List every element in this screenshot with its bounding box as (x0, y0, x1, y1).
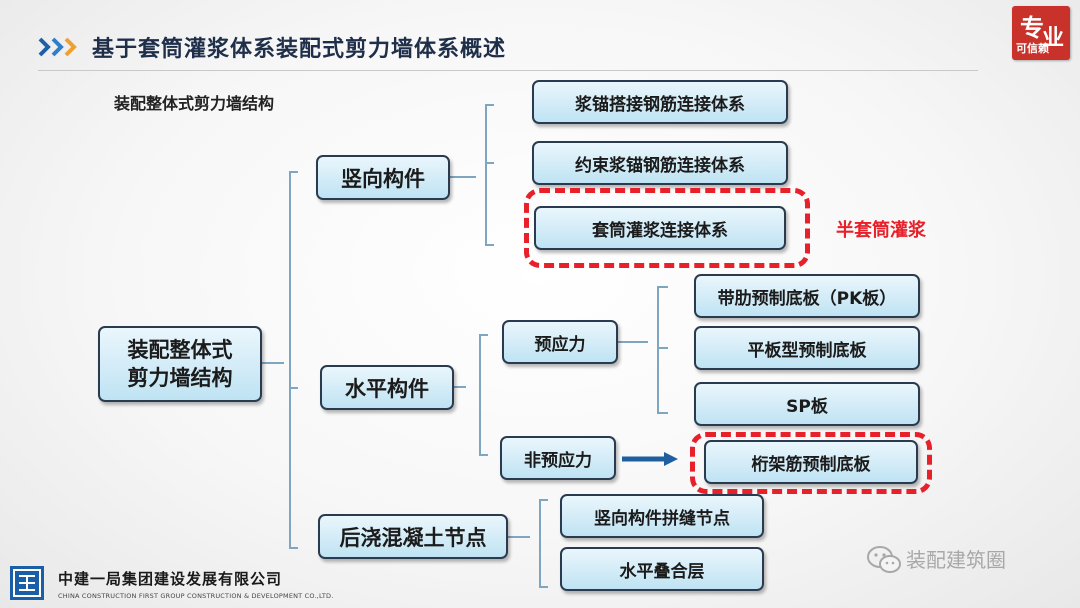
page-title: 基于套筒灌浆体系装配式剪力墙体系概述 (92, 37, 507, 62)
diagram-subtitle: 装配整体式剪力墙结构 (114, 94, 275, 113)
vertical-child-2: 约束浆锚钢筋连接体系 (532, 141, 788, 185)
prestressed-child-2: 平板型预制底板 (694, 326, 920, 370)
vertical-child-1: 浆锚搭接钢筋连接体系 (532, 80, 788, 124)
company-name-en: CHINA CONSTRUCTION FIRST GROUP CONSTRUCT… (58, 592, 334, 600)
highlight-sleeve-grouting (524, 188, 810, 268)
wechat-icon (867, 546, 901, 573)
non-prestressed-child-1: 桁架筋预制底板 (704, 440, 918, 484)
horizontal-members-node: 水平构件 (320, 365, 454, 410)
prestressed-child-1: 带肋预制底板（PK板） (694, 274, 920, 318)
post-cast-joint-node: 后浇混凝土节点 (318, 514, 508, 559)
cscec-logo (10, 566, 44, 600)
title-divider (38, 70, 978, 71)
professional-seal-logo: 专 业 可信赖 (1012, 6, 1070, 60)
post-cast-child-1: 竖向构件拼缝节点 (560, 494, 764, 538)
root-node-line-1: 装配整体式 (127, 337, 233, 362)
vertical-child-3: 套筒灌浆连接体系 (534, 206, 786, 250)
half-sleeve-annotation: 半套筒灌浆 (836, 220, 926, 241)
non-prestressed-node: 非预应力 (500, 436, 616, 480)
chevron-arrows-icon (38, 37, 77, 57)
vertical-members-node: 竖向构件 (316, 155, 450, 200)
post-cast-child-2: 水平叠合层 (560, 547, 764, 591)
watermark-text: 装配建筑圈 (906, 548, 1006, 572)
root-node: 装配整体式 剪力墙结构 (98, 326, 262, 402)
prestressed-node: 预应力 (502, 320, 618, 364)
highlight-truss-slab (690, 432, 932, 494)
prestressed-child-3: SP板 (694, 382, 920, 426)
company-name-cn: 中建一局集团建设发展有限公司 (58, 570, 283, 588)
root-node-line-2: 剪力墙结构 (127, 366, 233, 390)
